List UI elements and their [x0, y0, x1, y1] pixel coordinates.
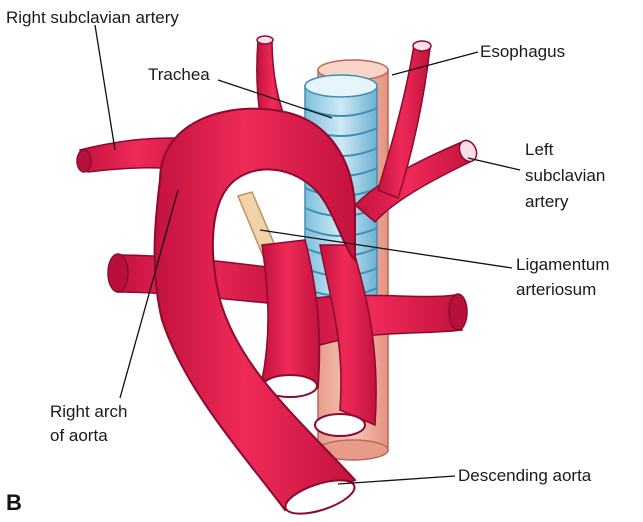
label-esophagus: Esophagus [480, 42, 565, 62]
label-trachea: Trachea [148, 65, 210, 85]
panel-letter: B [6, 490, 22, 516]
label-left-subclavian-line1: Left [525, 140, 553, 160]
label-right-arch-line1: Right arch [50, 402, 127, 422]
middle-branch [262, 240, 319, 397]
label-left-subclavian-line2: subclavian [525, 166, 605, 186]
label-ligamentum-line1: Ligamentum [516, 255, 610, 275]
label-right-subclavian-artery: Right subclavian artery [6, 8, 179, 28]
label-ligamentum-line2: arteriosum [516, 280, 596, 300]
label-left-subclavian-line3: artery [525, 192, 568, 212]
label-descending-aorta: Descending aorta [458, 466, 591, 486]
label-right-arch-line2: of aorta [50, 426, 108, 446]
